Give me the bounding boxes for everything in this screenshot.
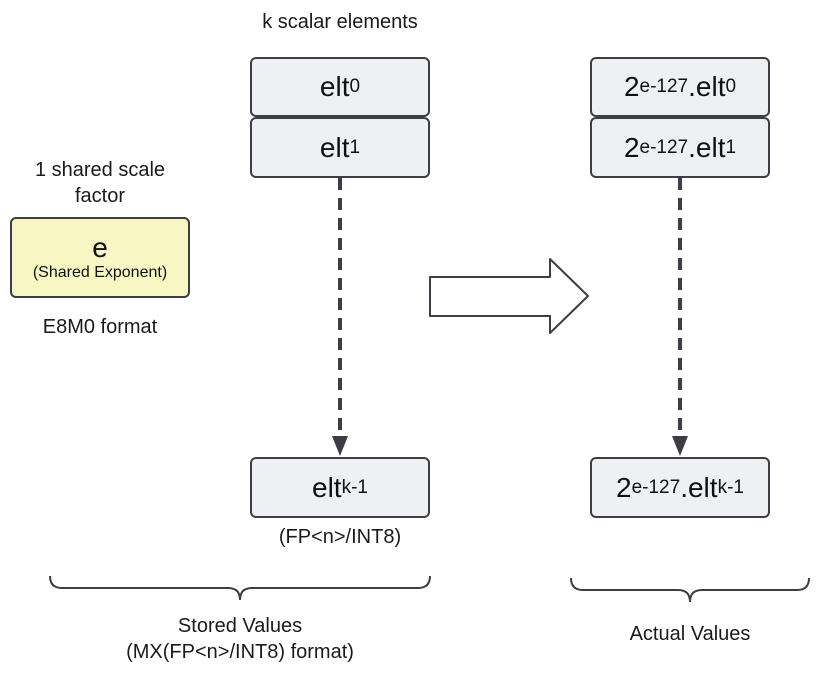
stored-type-label: (FP<n>/INT8) — [278, 526, 402, 548]
actual-arrowhead — [672, 436, 688, 456]
stored-caption-line1: Stored Values — [177, 615, 303, 637]
scale-heading-line2: factor — [74, 185, 126, 207]
stored-caption-line2: (MX(FP<n>/INT8) format) — [126, 641, 354, 663]
element-base: 2 — [623, 131, 640, 163]
shared-exponent-symbol: e — [92, 231, 108, 263]
transform-arrow-icon — [429, 258, 589, 334]
stored-arrowhead — [332, 436, 348, 456]
element-mid: .elt — [688, 71, 726, 102]
scale-heading-line1: 1 shared scale — [34, 159, 166, 181]
stored-heading: k scalar elements — [262, 11, 418, 33]
stored-brace-icon — [49, 575, 431, 601]
scale-format-label: E8M0 format — [42, 316, 158, 338]
actual-caption: Actual Values — [629, 623, 751, 645]
element-base: 2 — [616, 471, 632, 503]
shared-scale-box: e (Shared Exponent) — [10, 217, 190, 298]
element-base: elt — [312, 471, 342, 503]
element-base: elt — [319, 131, 350, 163]
element-mid: .elt — [688, 131, 726, 163]
element-base: 2 — [623, 71, 640, 102]
shared-exponent-label: (Shared Exponent) — [32, 263, 168, 281]
element-base: elt — [319, 71, 350, 102]
element-mid: .elt — [680, 471, 718, 503]
actual-brace-icon — [570, 577, 810, 603]
